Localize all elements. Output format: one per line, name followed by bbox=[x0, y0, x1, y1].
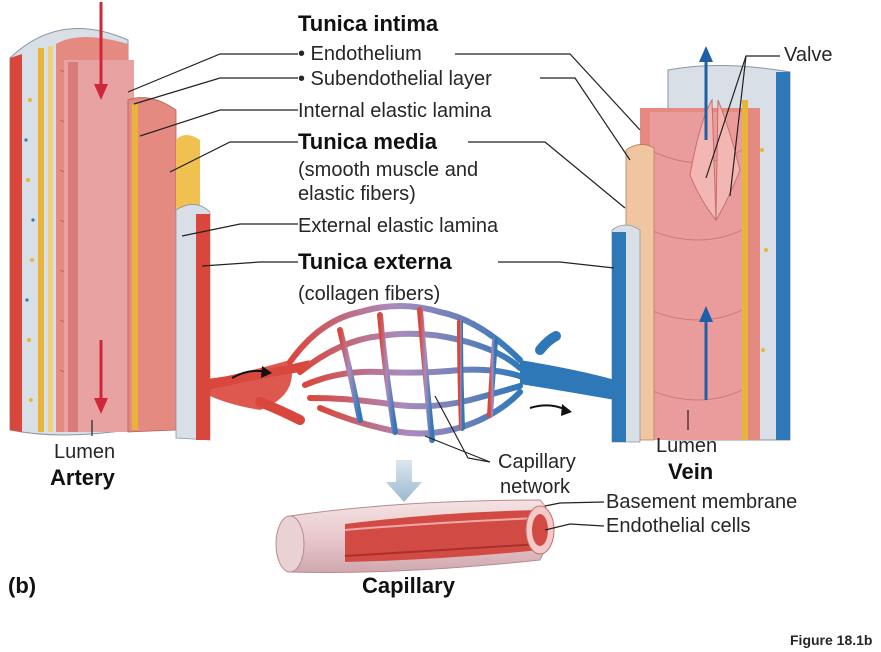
label-vein: Vein bbox=[668, 459, 714, 484]
label-capillary: Capillary bbox=[362, 573, 455, 598]
leader-lines bbox=[91, 53, 780, 531]
label-tunica-externa: Tunica externa bbox=[298, 249, 452, 274]
label-endothelial-cells: Endothelial cells bbox=[606, 515, 751, 537]
label-tunica-media: Tunica media bbox=[298, 129, 437, 154]
label-external-elastic-lamina: External elastic lamina bbox=[298, 215, 499, 237]
figure-number: Figure 18.1b bbox=[790, 632, 873, 648]
vein-illustration bbox=[611, 46, 791, 443]
label-artery: Artery bbox=[50, 465, 115, 490]
label-lumen-vein: Lumen bbox=[656, 435, 718, 457]
label-internal-elastic-lamina: Internal elastic lamina bbox=[298, 100, 492, 122]
label-basement-membrane: Basement membrane bbox=[606, 491, 798, 513]
capillary-network-illustration bbox=[200, 303, 615, 502]
artery-illustration bbox=[9, 2, 211, 441]
label-tunica-intima: Tunica intima bbox=[298, 11, 439, 36]
capillary-illustration bbox=[275, 499, 555, 573]
label-panel-b: (b) bbox=[8, 573, 37, 598]
label-media-description-1: (smooth muscle and bbox=[298, 159, 479, 181]
label-media-description-2: elastic fibers) bbox=[298, 183, 416, 205]
label-endothelium: • Endothelium bbox=[298, 43, 422, 65]
label-capillary-network-1: Capillary bbox=[498, 451, 576, 473]
label-lumen-artery: Lumen bbox=[54, 441, 116, 463]
label-subendothelial-layer: • Subendothelial layer bbox=[298, 68, 492, 90]
label-valve: Valve bbox=[784, 44, 833, 66]
label-externa-description: (collagen fibers) bbox=[298, 283, 441, 305]
label-capillary-network-2: network bbox=[500, 476, 571, 498]
